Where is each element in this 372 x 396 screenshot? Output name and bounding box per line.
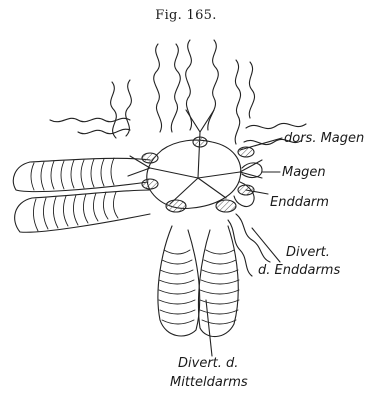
label-dors-magen: dors. Magen	[284, 131, 364, 146]
label-divert-enddarms-line1: Divert.	[286, 245, 330, 260]
left-appendages	[50, 118, 130, 133]
leader-lines	[206, 138, 282, 356]
label-divert-mitteldarms-line2: Mitteldarms	[170, 375, 248, 390]
label-divert-enddarms-line2: d. Enddarms	[258, 263, 340, 278]
label-enddarm: Enddarm	[270, 195, 329, 210]
top-appendages	[111, 40, 255, 144]
left-diverticula	[13, 158, 150, 232]
label-magen: Magen	[282, 165, 326, 180]
label-divert-mitteldarms-line1: Divert. d.	[178, 356, 238, 371]
lower-diverticula	[158, 226, 239, 337]
